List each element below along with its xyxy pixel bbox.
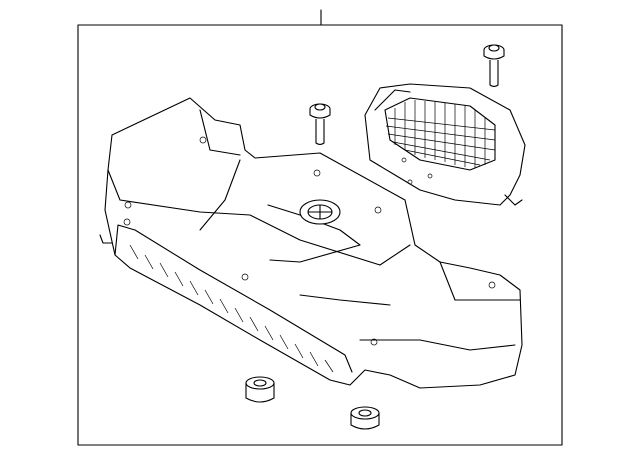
grommet-left xyxy=(245,376,275,403)
engine-cover xyxy=(99,97,523,389)
bolt-center xyxy=(309,103,331,146)
logo-emblem xyxy=(299,199,341,225)
air-intake-duct xyxy=(364,83,526,206)
grommet-right xyxy=(350,406,380,430)
diagram-frame xyxy=(77,24,563,446)
bolt-upper-right xyxy=(483,44,505,88)
mounting-holes xyxy=(123,136,496,346)
cover-vents xyxy=(129,244,334,373)
duct-grille xyxy=(384,97,496,171)
